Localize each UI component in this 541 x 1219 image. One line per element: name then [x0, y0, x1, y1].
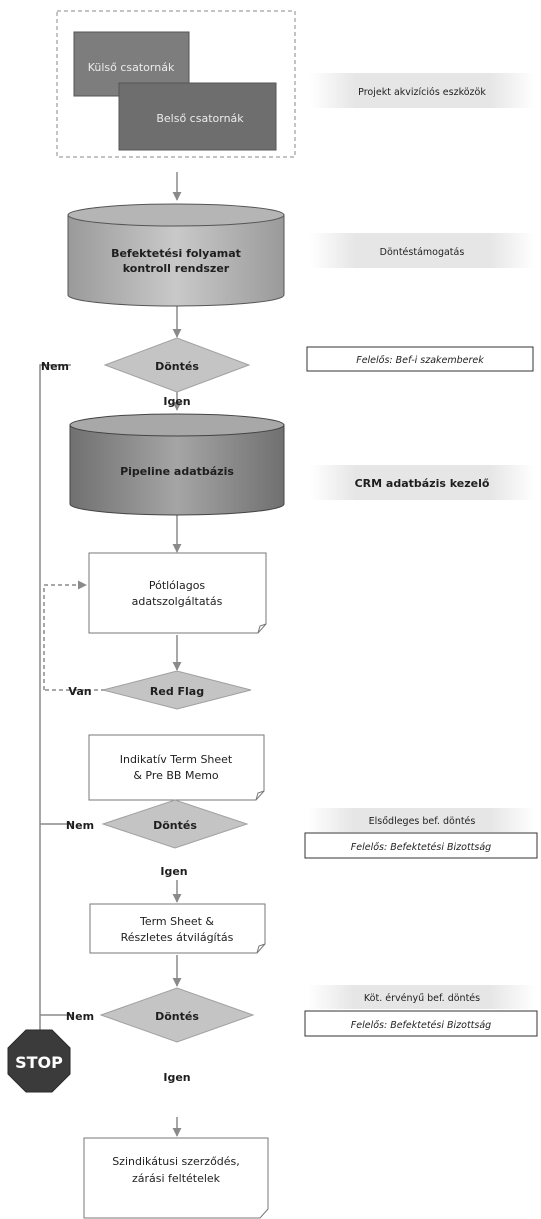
additional-data-label-1: Pótlólagos	[149, 579, 206, 592]
edge-label-nem-3: Nem	[66, 1010, 94, 1023]
syndication-label-2: zárási feltételek	[132, 1172, 221, 1185]
control-system-database: Befektetési folyamat kontroll rendszer	[67, 203, 285, 307]
control-system-label-1: Befektetési folyamat	[111, 247, 241, 260]
indicative-term-sheet-document: Indikatív Term Sheet & Pre BB Memo	[88, 734, 265, 801]
connector-lines	[39, 172, 182, 1137]
edge-label-van: Van	[68, 685, 91, 698]
side-label-primary-decision: Elsődleges bef. döntés	[369, 816, 476, 827]
side-label-acquisition: Projekt akvizíciós eszközök	[358, 87, 486, 98]
external-channels-label: Külső csatornák	[88, 61, 175, 74]
term-sheet-label-1: Term Sheet &	[139, 915, 214, 928]
decision-2-label: Döntés	[153, 819, 197, 832]
side-label-decision-support: Döntéstámogatás	[380, 247, 465, 258]
stop-label: STOP	[15, 1053, 63, 1072]
indicative-label-2: & Pre BB Memo	[133, 769, 219, 782]
internal-channels-label: Belső csatornák	[156, 112, 244, 125]
edge-label-igen-1: Igen	[163, 395, 190, 408]
side-label-responsible-3: Felelős: Befektetési Bizottság	[351, 1020, 491, 1031]
stop-sign-icon: STOP	[7, 1029, 71, 1093]
side-label-binding-decision: Köt. érvényű bef. döntés	[364, 993, 480, 1004]
pipeline-label: Pipeline adatbázis	[120, 465, 234, 478]
decision-2: Döntés	[101, 799, 249, 849]
decision-1-label: Döntés	[155, 360, 199, 373]
term-sheet-document: Term Sheet & Részletes átvilágítás	[89, 903, 266, 954]
side-labels: Projekt akvizíciós eszközök Döntéstámoga…	[304, 73, 538, 1037]
decision-3-label: Döntés	[155, 1010, 199, 1023]
acquisition-channels-group: Külső csatornák Belső csatornák	[56, 10, 296, 158]
edge-label-nem-2: Nem	[66, 819, 94, 832]
decision-3: Döntés	[99, 987, 255, 1043]
edge-label-nem-1: Nem	[41, 360, 69, 373]
side-label-crm: CRM adatbázis kezelő	[355, 477, 490, 490]
additional-data-label-2: adatszolgáltatás	[132, 595, 223, 608]
pipeline-database: Pipeline adatbázis	[69, 413, 285, 516]
additional-data-document: Pótlólagos adatszolgáltatás	[88, 552, 267, 634]
side-label-responsible-2: Felelős: Befektetési Bizottság	[351, 842, 491, 853]
edge-label-igen-2: Igen	[160, 865, 187, 878]
decision-red-flag: Red Flag	[102, 670, 252, 710]
syndication-agreement-document: Szindikátusi szerződés, zárási feltétele…	[83, 1137, 269, 1219]
control-system-label-2: kontroll rendszer	[123, 262, 230, 275]
side-label-responsible-1: Felelős: Bef-i szakemberek	[356, 355, 484, 366]
indicative-label-1: Indikatív Term Sheet	[120, 753, 233, 766]
decision-1: Döntés	[103, 337, 251, 393]
edge-label-igen-3: Igen	[163, 1071, 190, 1084]
internal-channels-box	[118, 82, 277, 151]
red-flag-label: Red Flag	[150, 685, 204, 698]
syndication-label-1: Szindikátusi szerződés,	[112, 1155, 240, 1168]
term-sheet-label-2: Részletes átvilágítás	[121, 931, 234, 944]
